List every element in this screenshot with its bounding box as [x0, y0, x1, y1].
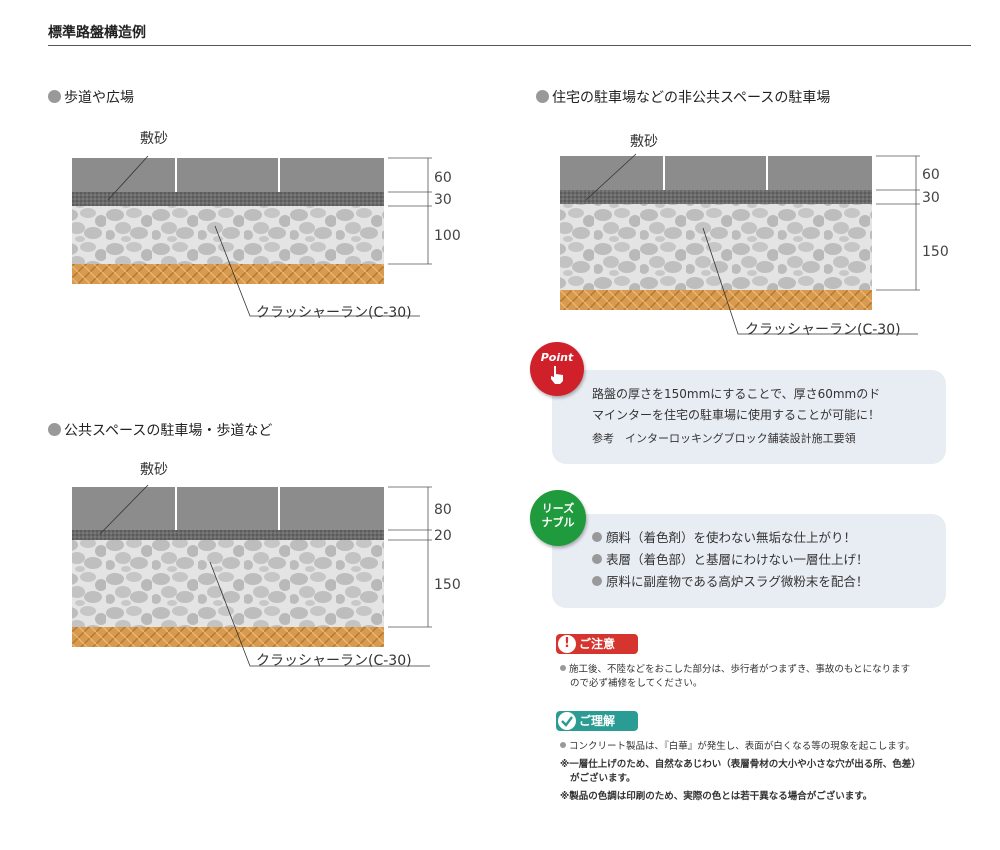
- page-title: 標準路盤構造例: [48, 25, 146, 41]
- point-text-line-2: マインターを住宅の駐車場に使用することが可能に！: [592, 408, 881, 422]
- label-crusher-run: クラッシャーラン(C-30): [256, 653, 412, 669]
- section-title-sidewalk: 歩道や広場: [48, 87, 134, 107]
- reasonable-badge-line-1: リーズ: [541, 502, 575, 515]
- point-text-line-1: 路盤の厚さを150mmにすることで、厚さ60mmのド: [592, 387, 881, 401]
- point-info-box: [552, 370, 946, 464]
- reasonable-item: 顔料（着色剤）を使わない無垢な仕上がり！: [592, 527, 856, 548]
- bullet-dot: [536, 90, 549, 103]
- pavement-diagram-sidewalk: [72, 155, 432, 317]
- bullet-dot: [592, 532, 602, 542]
- exclamation-icon: !: [558, 635, 576, 653]
- label-sand: 敷砂: [140, 462, 168, 478]
- understanding-tag: ご理解: [556, 711, 638, 731]
- label-crusher-run: クラッシャーラン(C-30): [256, 305, 412, 321]
- checkmark-icon: [558, 712, 576, 730]
- caution-text-line-1: 施工後、不陸などをおこした部分は、歩行者がつまずき、事故のもとになります: [560, 663, 910, 677]
- dimension-block: 60: [434, 170, 452, 186]
- bullet-dot: [560, 742, 566, 748]
- bullet-dot: [592, 576, 602, 586]
- pavement-diagram-residential-parking: [560, 153, 920, 335]
- understanding-text-line-1: コンクリート製品は、『白華』が発生し、表面が白くなる等の現象を起こします。: [560, 740, 915, 754]
- dimension-sand: 20: [434, 528, 452, 544]
- reasonable-item: 原料に副産物である高炉スラグ微粉末を配合！: [592, 571, 868, 592]
- dimension-block: 80: [434, 502, 452, 518]
- point-badge: Point: [530, 342, 584, 396]
- dimension-sand: 30: [434, 192, 452, 208]
- understanding-tag-label: ご理解: [579, 714, 616, 728]
- caution-tag-label: ご注意: [579, 637, 616, 651]
- point-badge-label: Point: [540, 351, 574, 364]
- label-crusher-run: クラッシャーラン(C-30): [745, 322, 901, 338]
- reasonable-badge: リーズ ナブル: [530, 490, 586, 546]
- title-divider: [48, 45, 971, 46]
- dimension-base: 100: [434, 228, 461, 244]
- caution-tag: !ご注意: [556, 634, 638, 654]
- pointing-hand-icon: [551, 366, 563, 384]
- point-reference: 参考 インターロッキングブロック舗装設計施工要領: [592, 432, 856, 445]
- dimension-base: 150: [434, 577, 461, 593]
- label-sand: 敷砂: [140, 131, 168, 147]
- bullet-dot: [560, 665, 566, 671]
- caution-text-line-2: ので必ず補修をしてください。: [570, 678, 703, 689]
- bullet-dot: [48, 90, 61, 103]
- reasonable-info-box: [552, 514, 946, 608]
- section-title-residential-parking: 住宅の駐車場などの非公共スペースの駐車場: [536, 87, 830, 107]
- section-title-public-parking: 公共スペースの駐車場・歩道など: [48, 420, 272, 440]
- dimension-base: 150: [922, 244, 949, 260]
- label-sand: 敷砂: [630, 134, 658, 150]
- understanding-text-line-4: ※製品の色調は印刷のため、実際の色とは若干異なる場合がございます。: [560, 791, 873, 802]
- bullet-dot: [592, 554, 602, 564]
- dimension-block: 60: [922, 167, 940, 183]
- dimension-sand: 30: [922, 190, 940, 206]
- understanding-text-line-2: ※一層仕上げのため、自然なあじわい（表層骨材の大小や小さな穴が出る所、色差）: [560, 759, 921, 770]
- bullet-dot: [48, 423, 61, 436]
- reasonable-badge-line-2: ナブル: [541, 516, 575, 529]
- pavement-diagram-public-parking: [72, 484, 432, 667]
- understanding-text-line-3: がございます。: [570, 773, 636, 784]
- reasonable-item: 表層（着色部）と基層にわけない一層仕上げ！: [592, 549, 869, 570]
